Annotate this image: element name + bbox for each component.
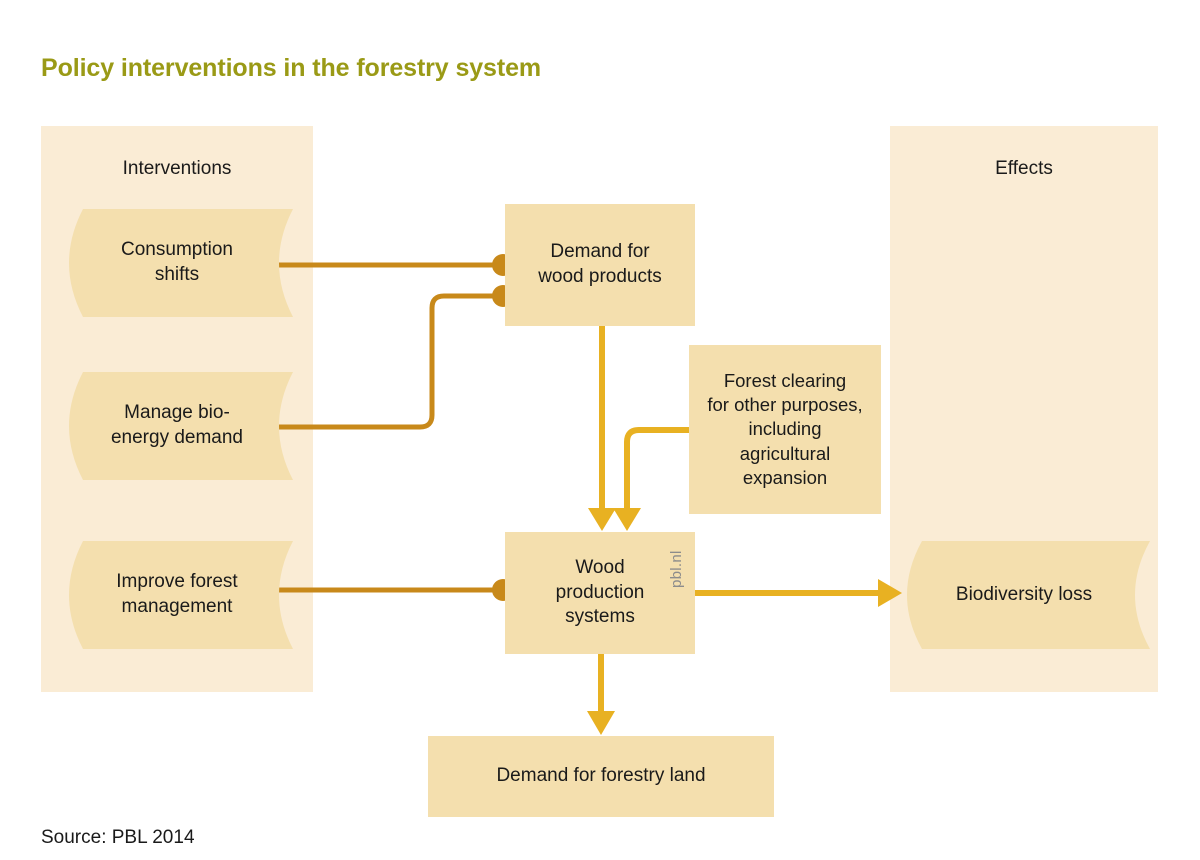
node-biodiversity-loss-label: Biodiversity loss — [955, 583, 1093, 605]
panel-effects-label: Effects — [995, 158, 1053, 179]
arrowhead-demand-to-woodprod — [588, 508, 616, 531]
edge-forestclearing-to-woodprod-line — [624, 427, 689, 508]
arrowhead-forestclearing-to-woodprod — [613, 508, 641, 531]
page-title: Policy interventions in the forestry sys… — [41, 54, 542, 82]
node-demand-for-forestry-land[interactable]: Demand for forestry land — [428, 736, 774, 817]
banner-shape — [69, 541, 293, 649]
banner-shape — [69, 209, 293, 317]
pbl-watermark: pbl.nl — [668, 550, 685, 588]
source-caption: Source: PBL 2014 — [41, 827, 195, 848]
node-biodiversity-loss[interactable]: Biodiversity loss — [898, 541, 1150, 649]
node-manage-bioenergy-label: Manage bio-energy demand — [110, 402, 244, 448]
panel-interventions-label: Interventions — [122, 158, 232, 179]
node-manage-bioenergy[interactable]: Manage bio-energy demand — [61, 372, 293, 480]
banner-shape — [69, 372, 293, 480]
arrowhead-woodprod-to-forestryland — [587, 711, 615, 735]
banner-shape — [907, 541, 1150, 649]
